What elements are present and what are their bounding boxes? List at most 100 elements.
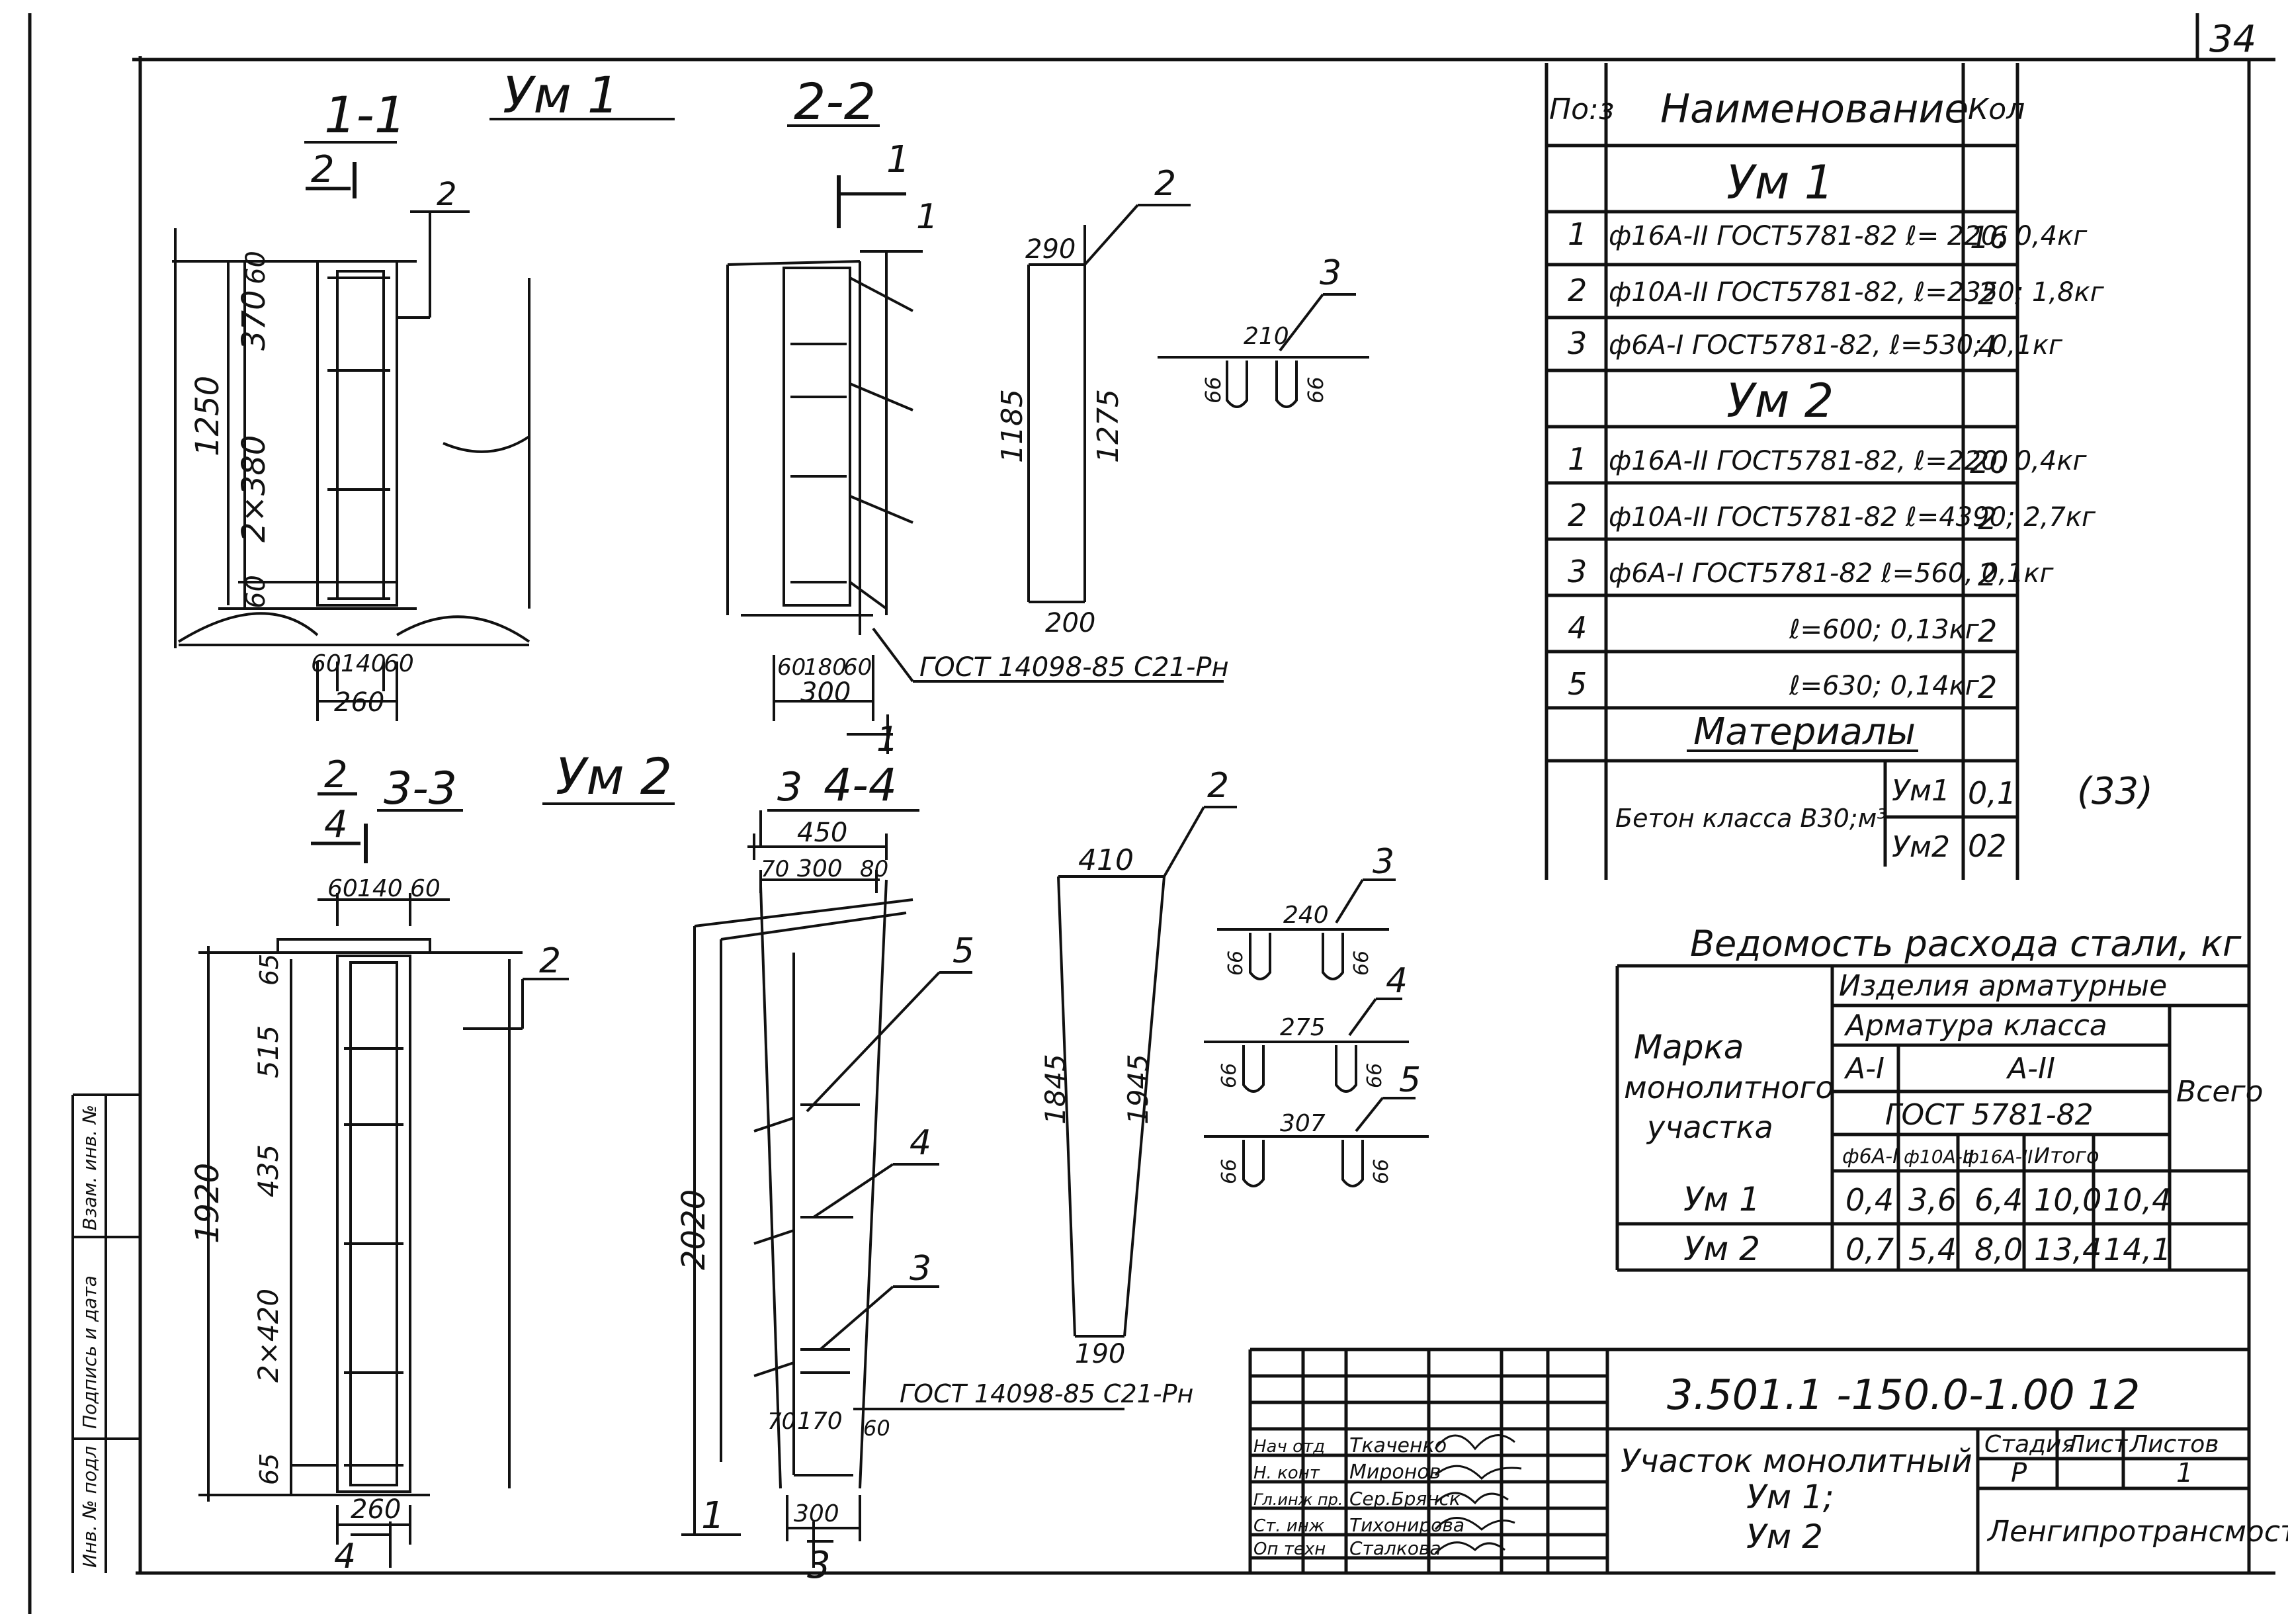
- dim-2020: 2020: [675, 1189, 712, 1270]
- steel-row2-f6: 0,7: [1845, 1232, 1894, 1267]
- title-block-role-2: Н. конт: [1253, 1463, 1320, 1483]
- dim-307: 307: [1280, 1110, 1326, 1137]
- dim-66-f: 66: [1363, 1063, 1386, 1088]
- parts-um2-row4-name: ℓ=600; 0,13кг: [1789, 615, 1980, 645]
- title-section-4-4: 4-4: [824, 759, 897, 812]
- bar-3-4-5-shapes-um2: [1204, 878, 1429, 1187]
- callout-4b: 4: [1386, 961, 1408, 1001]
- section-3-3: [198, 893, 569, 1568]
- dim-260-b: 260: [351, 1494, 401, 1525]
- cut-mark-4-top: 4: [324, 803, 348, 846]
- parts-um1-row3-pos: 3: [1568, 325, 1587, 361]
- cut-mark-1-bottom: 1: [876, 720, 898, 759]
- parts-um1-row2-pos: 2: [1568, 273, 1587, 308]
- dim-1250: 1250: [189, 376, 226, 456]
- dim-410: 410: [1078, 843, 1134, 877]
- dim-1845: 1845: [1039, 1054, 1072, 1125]
- sheet-number: 34: [2209, 18, 2256, 61]
- parts-um1-row1-name: ф16А-II ГОСТ5781-82 ℓ= 220; 0,4кг: [1609, 221, 2088, 251]
- dim-290: 290: [1025, 234, 1076, 265]
- dim-65-top: 65: [255, 954, 284, 986]
- title-block-name-line3: Ум 2: [1746, 1517, 1823, 1556]
- parts-um1-row1-qty: 16: [1970, 220, 2009, 255]
- callout-2b: 2: [1154, 164, 1176, 204]
- dim-60-right-c: 60: [410, 875, 441, 902]
- steel-row2-f10: 5,4: [1908, 1232, 1957, 1267]
- parts-um1-row2-qty: 2: [1978, 276, 1997, 312]
- parts-um2-row1-qty: 20: [1970, 445, 2009, 480]
- dim-275: 275: [1280, 1014, 1326, 1041]
- dim-1275: 1275: [1091, 389, 1125, 463]
- section-1-1: [172, 210, 530, 721]
- dim-65-bottom: 65: [255, 1453, 284, 1485]
- title-block-sheet-header: Лист: [2066, 1431, 2128, 1458]
- parts-um2-row2-qty: 2: [1978, 501, 1997, 536]
- dim-170: 170: [797, 1408, 843, 1435]
- parts-materials-label: Материалы: [1693, 710, 1916, 753]
- title-block-code: 3.501.1 -150.0-1.00 12: [1667, 1371, 2140, 1419]
- title-block-role-1: Нач отд: [1253, 1437, 1325, 1457]
- callout-2c: 2: [539, 941, 561, 981]
- title-block-name-line1: Участок монолитный: [1621, 1443, 1972, 1480]
- steel-header-f10: ф10А-II: [1904, 1146, 1973, 1168]
- parts-group-um2: Ум 2: [1726, 374, 1834, 428]
- steel-row2-total: 14,1: [2103, 1232, 2171, 1267]
- title-block-role-4: Ст. инж: [1253, 1516, 1325, 1536]
- title-block-name-3: Сер.Брянск: [1349, 1488, 1461, 1510]
- callout-3b: 3: [910, 1249, 931, 1289]
- stamp-mark: (33): [2077, 770, 2153, 813]
- parts-header-qty: Кол: [1968, 93, 2025, 126]
- parts-table-grid: [1545, 63, 2019, 880]
- title-section-2-2: 2-2: [794, 72, 876, 131]
- parts-um2-row3-pos: 3: [1568, 554, 1587, 589]
- dim-70: 70: [761, 856, 789, 882]
- cut-mark-2-bottom: 2: [324, 753, 348, 796]
- steel-header-gost: ГОСТ 5781-82: [1885, 1098, 2094, 1132]
- steel-row1-f6: 0,4: [1845, 1182, 1894, 1218]
- steel-table-grid: [1615, 964, 2249, 1272]
- bar-2-shape-um1: [1027, 204, 1191, 603]
- margin-label-inv: Инв. № подл: [79, 1446, 101, 1568]
- gost-note-2: ГОСТ 14098-85 С21-Рн: [900, 1379, 1193, 1408]
- cut-mark-1-top: 1: [886, 138, 910, 181]
- steel-header-mark-line1: Марка: [1634, 1028, 1744, 1066]
- dim-70-b: 70: [767, 1408, 796, 1435]
- dim-140-b: 140: [357, 875, 403, 902]
- callout-2a: 2: [437, 176, 457, 213]
- parts-group-um1: Ум 1: [1726, 155, 1834, 210]
- parts-um2-row5-qty: 2: [1978, 669, 1997, 705]
- title-block-stage-header: Стадия: [1984, 1431, 2076, 1458]
- dim-210: 210: [1244, 323, 1289, 350]
- parts-um2-row4-pos: 4: [1568, 610, 1587, 646]
- cut-mark-4-bottom: 4: [334, 1537, 356, 1576]
- section-4-4: [681, 810, 1124, 1568]
- parts-um2-row1-pos: 1: [1568, 441, 1587, 477]
- dim-60-bottom: 60: [241, 575, 271, 609]
- title-block-grid: [1248, 1347, 2249, 1573]
- cut-mark-2-top: 2: [311, 148, 335, 191]
- parts-um2-row1-name: ф16А-II ГОСТ5781-82, ℓ=220, 0,4кг: [1609, 446, 2087, 476]
- dim-2x420: 2×420: [252, 1289, 284, 1383]
- dim-260: 260: [334, 687, 384, 718]
- callout-4a: 4: [910, 1123, 931, 1163]
- steel-row1-mark: Ум 1: [1683, 1180, 1760, 1218]
- cut-mark-3-top: 3: [777, 764, 802, 810]
- callout-1a: 1: [916, 197, 938, 237]
- dim-66-h: 66: [1370, 1159, 1393, 1184]
- dim-60-right-b: 60: [843, 654, 872, 681]
- title-block-name-1: Ткаченко: [1349, 1434, 1447, 1457]
- title-um1: Ум 1: [503, 65, 619, 124]
- steel-row1-total: 10,4: [2103, 1182, 2171, 1218]
- steel-header-class: Арматура класса: [1843, 1009, 2107, 1043]
- dim-60-left-b: 60: [777, 654, 806, 681]
- margin-label-repl: Взам. инв. №: [79, 1105, 101, 1230]
- signatures: [1434, 1434, 1522, 1555]
- dim-60-right: 60: [384, 650, 414, 677]
- steel-row1-f16: 6,4: [1974, 1182, 2023, 1218]
- bar-3-shape-um1: [1158, 293, 1369, 408]
- dim-140: 140: [341, 650, 386, 677]
- parts-um2-row5-name: ℓ=630; 0,14кг: [1789, 671, 1980, 701]
- dim-370: 370: [235, 290, 273, 351]
- sheet-frame: [28, 13, 2275, 1614]
- dim-450: 450: [797, 818, 847, 848]
